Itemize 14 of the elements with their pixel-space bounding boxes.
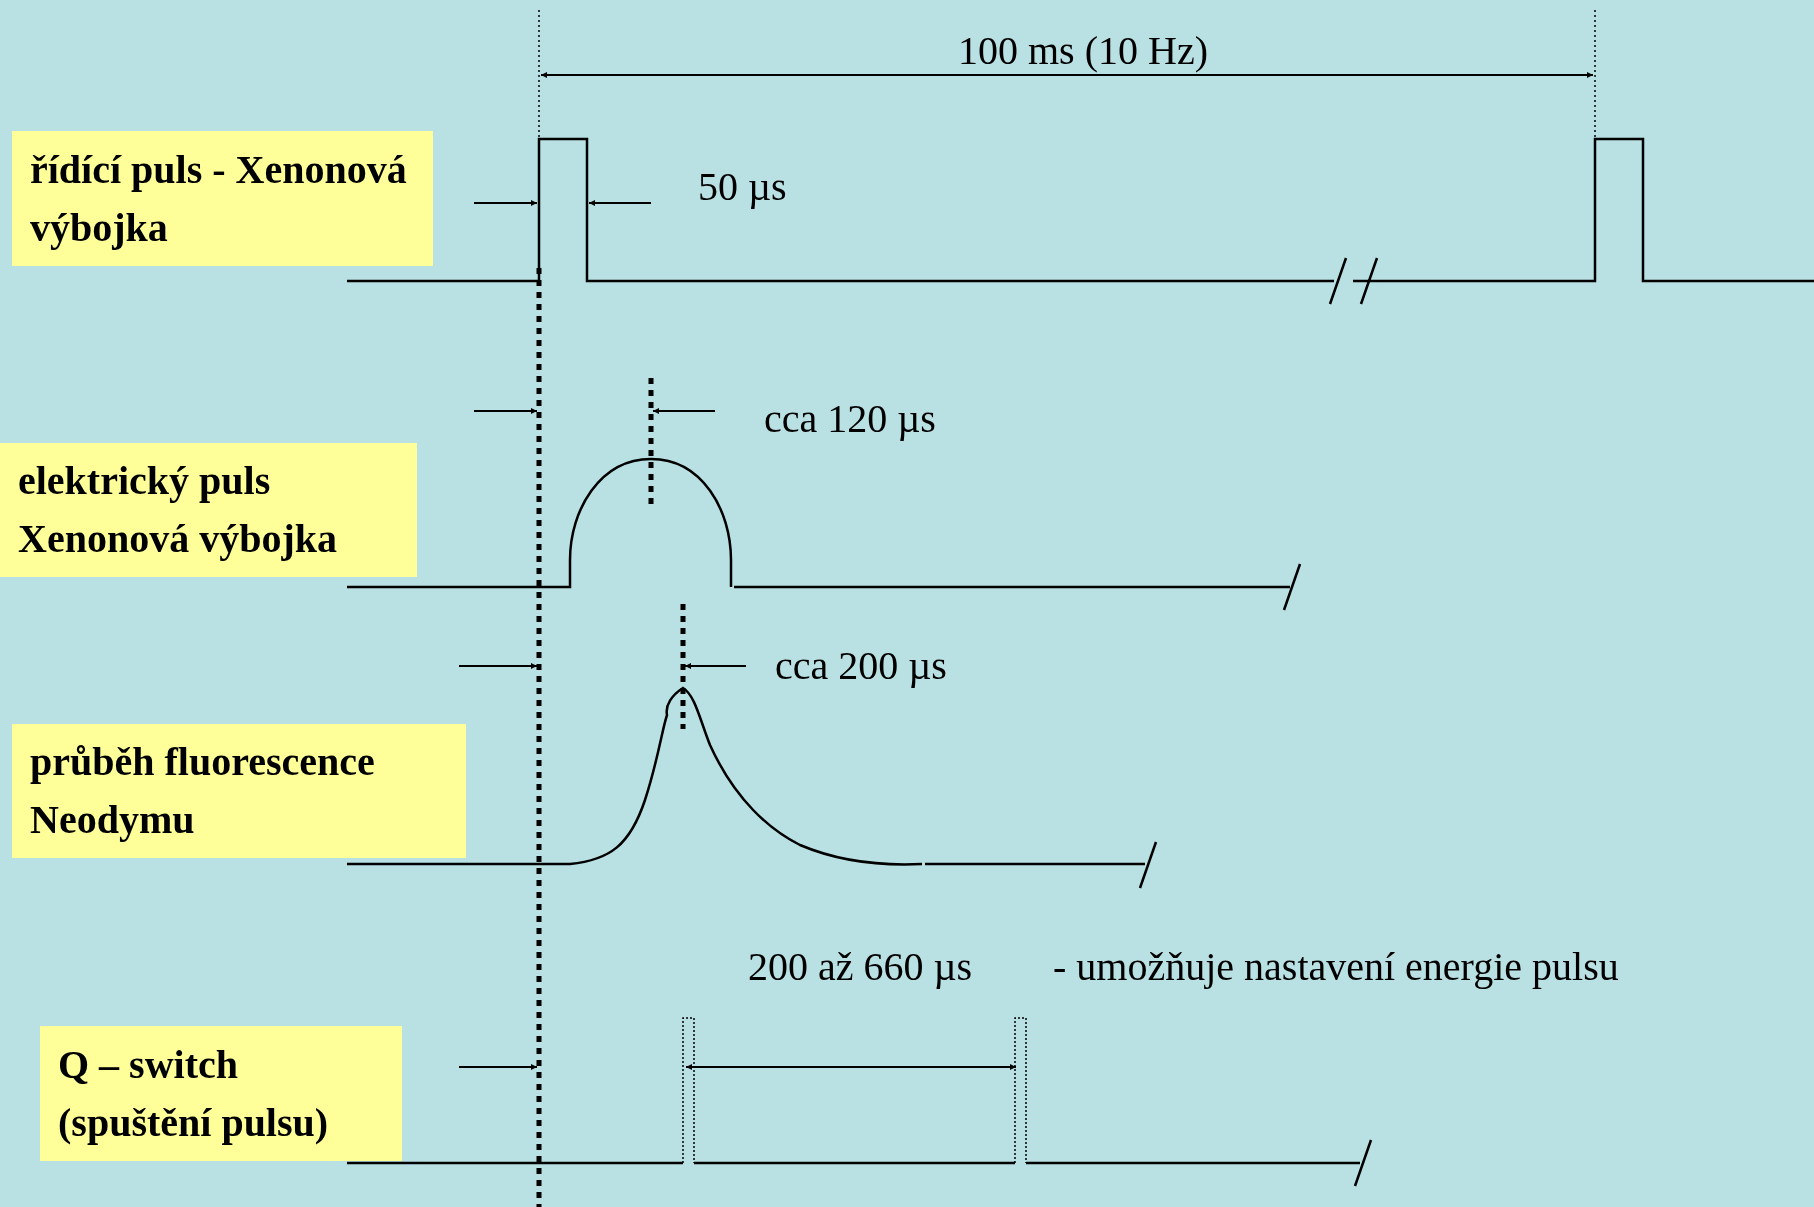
signal-name: elektrický puls Xenonová výbojka (18, 457, 338, 563)
duration-label: 50 µs (698, 164, 787, 210)
signal-name: řídící puls - Xenonová výbojka (30, 145, 408, 252)
signal-label-box (12, 131, 433, 266)
duration-label: 200 až 660 µs (748, 944, 973, 990)
duration-label: 100 ms (10 Hz) (958, 28, 1208, 74)
signal-name: průběh fluorescence Neodymu (30, 738, 376, 844)
signal-name: Q – switch (spuštění pulsu) (58, 1040, 330, 1147)
signal-label-box (40, 1026, 402, 1161)
duration-label: cca 120 µs (764, 396, 936, 442)
signal-label-box (0, 443, 417, 577)
duration-label: cca 200 µs (775, 643, 947, 689)
signal-label-box (12, 724, 466, 858)
note-text: - umožňuje nastavení energie pulsu (1053, 944, 1619, 990)
